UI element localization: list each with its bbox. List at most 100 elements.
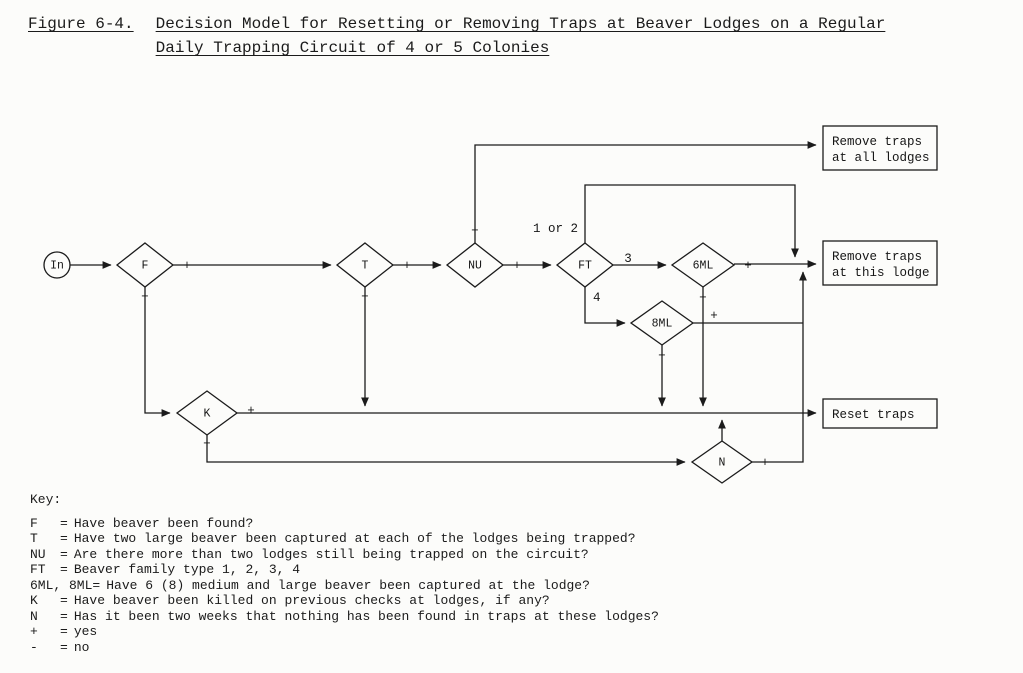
diamond-ft bbox=[555, 242, 615, 288]
terminal-remove-all: Remove traps at all lodges bbox=[822, 125, 938, 171]
key-separator: = bbox=[92, 577, 101, 593]
figure-title-line2: Daily Trapping Circuit of 4 or 5 Colonie… bbox=[155, 39, 550, 57]
edge-f-no-to-k bbox=[144, 287, 171, 417]
key-entry-minus: - = no bbox=[30, 640, 659, 656]
key-term: + bbox=[30, 624, 38, 639]
key-entry-plus: + = yes bbox=[30, 624, 659, 640]
diamond-8ml bbox=[629, 300, 695, 346]
key-separator: = bbox=[60, 562, 68, 577]
terminal-remove-this-line2: at this lodge bbox=[832, 266, 930, 280]
key-term: F bbox=[30, 515, 38, 531]
key-heading: Key: bbox=[30, 492, 62, 507]
key-definition: Have 6 (8) medium and large beaver been … bbox=[106, 577, 590, 593]
key-term: K bbox=[30, 593, 38, 608]
key-separator: = bbox=[60, 531, 68, 546]
edge-ft-1or2-to-remove-this bbox=[584, 184, 799, 258]
key-definition: Has it been two weeks that nothing has b… bbox=[73, 608, 659, 624]
edge-label-t-plus: + bbox=[403, 259, 411, 273]
node-label-k: K bbox=[204, 408, 211, 421]
key-term: - bbox=[30, 639, 38, 655]
edge-nu-no-to-remove-all bbox=[474, 141, 817, 243]
terminal-remove-all-line2: at all lodges bbox=[832, 151, 930, 165]
key-entry-nu: NU = Are there more than two lodges still … bbox=[30, 547, 659, 563]
edge-label-t-minus: − bbox=[361, 290, 369, 304]
key-section: Key: F = Have beaver been found? T = Have tw… bbox=[30, 492, 659, 655]
figure-label: Figure 6-4. bbox=[28, 15, 134, 33]
node-label-nu: NU bbox=[468, 260, 482, 273]
key-entry-ft: FT = Beaver family type 1, 2, 3, 4 bbox=[30, 562, 659, 578]
key-separator: = bbox=[60, 624, 68, 639]
diamond-6ml bbox=[670, 242, 736, 288]
figure-title: Figure 6-4. Decision Model for Resetting… bbox=[28, 12, 885, 60]
edge-n-yes-to-remove-this bbox=[752, 271, 807, 463]
edge-label-n-plus: + bbox=[761, 456, 769, 470]
diamond-n bbox=[690, 440, 754, 484]
node-label-f: F bbox=[142, 260, 149, 273]
edge-label-8ml-minus: − bbox=[658, 349, 666, 363]
key-entry-t: T = Have two large beaver been captured at… bbox=[30, 531, 659, 547]
figure-title-text: Decision Model for Resetting or Removing… bbox=[156, 12, 886, 60]
key-entry-f: F = Have beaver been found? bbox=[30, 516, 659, 532]
key-definition: Have beaver been killed on previous chec… bbox=[73, 593, 550, 608]
key-term: NU bbox=[30, 546, 46, 562]
key-definition: yes bbox=[73, 624, 98, 639]
start-label: In bbox=[50, 260, 64, 273]
terminal-remove-this-line1: Remove traps bbox=[832, 250, 922, 264]
key-term: FT bbox=[30, 562, 46, 577]
key-term: N bbox=[30, 608, 38, 624]
terminal-box-remove-this bbox=[822, 240, 938, 286]
terminal-remove-all-line1: Remove traps bbox=[832, 135, 922, 149]
edge-label-6ml-plus: + bbox=[744, 259, 752, 273]
edge-label-6ml-minus: − bbox=[699, 291, 707, 305]
decision-node-n: N bbox=[690, 440, 754, 484]
decision-node-6ml: 6ML bbox=[670, 242, 736, 288]
diamond-t bbox=[335, 242, 395, 288]
decision-node-f: F bbox=[115, 242, 175, 288]
key-definition: Have two large beaver been captured at e… bbox=[73, 531, 636, 546]
key-entry-n: N = Has it been two weeks that nothing has… bbox=[30, 609, 659, 625]
edge-label-f-plus: + bbox=[183, 259, 191, 273]
decision-node-8ml: 8ML bbox=[629, 300, 695, 346]
edge-label-nu-minus: − bbox=[471, 224, 479, 238]
node-label-8ml: 8ML bbox=[652, 318, 673, 331]
node-label-t: T bbox=[362, 260, 369, 273]
decision-node-t: T bbox=[335, 242, 395, 288]
key-term: T bbox=[30, 531, 38, 546]
edge-label-k-plus: + bbox=[247, 404, 255, 418]
key-separator: = bbox=[60, 515, 68, 531]
edge-label-ft-1or2: 1 or 2 bbox=[533, 222, 578, 236]
start-node: In bbox=[43, 251, 71, 279]
decision-node-k: K bbox=[175, 390, 239, 436]
key-term: 6ML, 8ML bbox=[30, 577, 93, 593]
edge-ft-4-to-8ml bbox=[584, 287, 626, 327]
diamond-nu bbox=[445, 242, 505, 288]
edge-label-ft-4: 4 bbox=[593, 291, 601, 305]
key-definition: Beaver family type 1, 2, 3, 4 bbox=[73, 562, 301, 577]
node-label-6ml: 6ML bbox=[693, 260, 714, 273]
terminal-reset-line1: Reset traps bbox=[832, 408, 915, 422]
terminal-box-remove-all bbox=[822, 125, 938, 171]
start-circle bbox=[43, 251, 71, 279]
figure-title-line1: Decision Model for Resetting or Removing… bbox=[155, 15, 886, 33]
edge-label-8ml-plus: + bbox=[710, 309, 718, 323]
key-entry-6ml-8ml: 6ML, 8ML= Have 6 (8) medium and large bea… bbox=[30, 578, 659, 594]
key-separator: = bbox=[60, 546, 68, 562]
key-definition: no bbox=[73, 639, 90, 655]
key-entry-k: K = Have beaver been killed on previous ch… bbox=[30, 593, 659, 609]
key-definition: Have beaver been found? bbox=[73, 515, 254, 531]
key-separator: = bbox=[60, 593, 68, 608]
node-label-n: N bbox=[719, 457, 726, 470]
diamond-f bbox=[115, 242, 175, 288]
node-label-ft: FT bbox=[578, 260, 592, 273]
diamond-k bbox=[175, 390, 239, 436]
terminal-remove-this: Remove traps at this lodge bbox=[822, 240, 938, 286]
edge-label-nu-plus: + bbox=[513, 259, 521, 273]
decision-node-ft: FT bbox=[555, 242, 615, 288]
key-definition: Are there more than two lodges still bei… bbox=[73, 546, 589, 562]
terminal-box-reset bbox=[822, 398, 938, 429]
decision-node-nu: NU bbox=[445, 242, 505, 288]
key-separator: = bbox=[60, 639, 68, 655]
key-separator: = bbox=[60, 608, 68, 624]
terminal-reset: Reset traps bbox=[822, 398, 938, 429]
